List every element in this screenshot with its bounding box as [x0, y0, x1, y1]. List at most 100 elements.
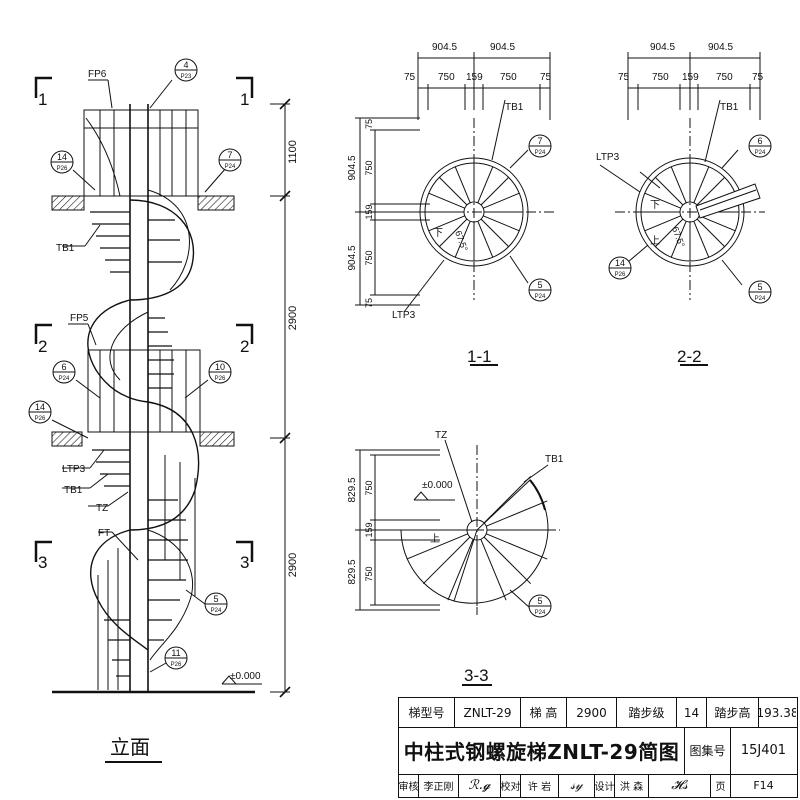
- elevation-title: 立面: [110, 736, 150, 759]
- plan-3-3: [355, 439, 560, 686]
- p33-side-750-top: 750: [364, 480, 374, 495]
- height-label: 梯 高: [521, 698, 567, 727]
- p33-side-159: 159: [364, 522, 374, 537]
- title-block-row-signatures: 审核 李正刚 ℛ.𝓰 校对 许 岩 𝓈𝓎 设计 洪 森 𝓗𝓈 页 F14: [399, 774, 797, 797]
- p33-callout-5-p24: 5 P24: [528, 594, 552, 618]
- section-mark-2-left: 2: [38, 337, 47, 356]
- p22-dim-top-left: 904.5: [650, 42, 675, 53]
- tread-line: [655, 218, 684, 247]
- tread-line: [483, 215, 520, 232]
- p22-callout-14-p26: 14 P26: [608, 256, 632, 280]
- svg-text:P26: P26: [171, 662, 182, 668]
- label-tz: TZ: [96, 503, 108, 514]
- p33-label-tz: TZ: [435, 430, 447, 441]
- designer-signature: 𝓗𝓈: [649, 774, 711, 797]
- svg-text:P24: P24: [755, 296, 766, 302]
- tread-line: [477, 166, 494, 203]
- tread-line: [454, 166, 471, 203]
- review-label: 审核: [399, 774, 419, 797]
- step-height-label: 踏步高: [707, 698, 759, 727]
- callout-14-p26-top: 14 P26: [50, 150, 74, 174]
- label-ft: FT: [98, 528, 110, 539]
- svg-text:P24: P24: [225, 164, 236, 170]
- slab-mid-left: [51, 431, 83, 447]
- svg-text:P26: P26: [615, 272, 626, 278]
- p22-dim-159: 159: [682, 72, 699, 83]
- steps-value: 14: [677, 698, 707, 727]
- tread-line: [439, 218, 468, 247]
- svg-text:11: 11: [171, 648, 180, 658]
- p11-side-159: 159: [364, 204, 374, 219]
- p22-dim-750-left: 750: [652, 72, 669, 83]
- tread-line: [480, 539, 507, 601]
- svg-text:P24: P24: [535, 150, 546, 156]
- p22-callout-5-p24: 5 P24: [748, 280, 772, 304]
- atlas-label: 图集号: [685, 727, 731, 774]
- tread-line: [696, 177, 725, 206]
- tread-line: [454, 221, 471, 258]
- p33-label-ground: ±0.000: [422, 480, 453, 491]
- tread-line: [428, 215, 465, 232]
- label-ground-level: ±0.000: [230, 671, 261, 682]
- p33-label-up: 上: [430, 533, 440, 545]
- p33-side-829-top: 829.5: [347, 477, 358, 502]
- drawing-title: 中柱式钢螺旋梯ZNLT-29简图: [399, 727, 685, 774]
- svg-text:14: 14: [57, 152, 67, 162]
- svg-text:4: 4: [183, 60, 188, 70]
- callout-14-p26-mid: 14 P26: [28, 400, 52, 424]
- model-label: 梯型号: [399, 698, 455, 727]
- p11-side-750-bottom: 750: [364, 250, 374, 265]
- p11-side-904-bottom: 904.5: [347, 245, 358, 270]
- checker-signature: 𝓈𝓎: [559, 774, 595, 797]
- tread-line: [480, 177, 509, 206]
- height-value: 2900: [567, 698, 617, 727]
- tread-line: [644, 192, 681, 209]
- step-height-value: 193.38: [759, 705, 796, 720]
- plan-1-1: [355, 52, 555, 366]
- elevation-view: [34, 76, 291, 698]
- tread-line: [483, 192, 520, 209]
- reviewer-signature: ℛ.𝓰: [459, 774, 501, 797]
- p11-dim-top-left: 904.5: [432, 42, 457, 53]
- p11-dim-159: 159: [466, 72, 483, 83]
- svg-text:10: 10: [215, 362, 225, 372]
- p11-callout-5-p24: 5 P24: [528, 278, 552, 302]
- p22-label-angle: 67.5°: [670, 225, 687, 249]
- svg-text:P24: P24: [211, 608, 222, 614]
- dim-2900-upper: 2900: [287, 306, 299, 330]
- p22-label-tb1: TB1: [720, 102, 739, 113]
- plan-2-2-title: 2-2: [677, 347, 702, 366]
- label-ltp3: LTP3: [62, 464, 86, 475]
- section-mark-3-left: 3: [38, 553, 47, 572]
- tread-line: [447, 539, 474, 601]
- p11-label-angle: 67.5°: [453, 229, 470, 253]
- check-label: 校对: [501, 774, 521, 797]
- p22-label-up: 上: [650, 235, 660, 247]
- tread-line: [655, 177, 684, 206]
- svg-text:7: 7: [537, 136, 542, 146]
- svg-text:6: 6: [757, 136, 762, 146]
- svg-text:14: 14: [35, 402, 45, 412]
- svg-text:5: 5: [757, 282, 762, 292]
- p22-dim-750-right: 750: [716, 72, 733, 83]
- p11-callout-7-p24: 7 P24: [528, 134, 552, 158]
- label-fp5: FP5: [70, 313, 89, 324]
- p33-label-tb1: TB1: [545, 454, 564, 465]
- steps-label: 踏步级: [617, 698, 677, 727]
- designer-name: 洪 森: [615, 774, 649, 797]
- slab-top-right: [197, 195, 235, 211]
- tread-line: [483, 475, 532, 524]
- slab-mid-right: [199, 431, 235, 447]
- p11-side-75-bottom: 75: [364, 298, 374, 308]
- dim-2900-lower: 2900: [287, 553, 299, 577]
- tread-line: [693, 221, 710, 258]
- elevation-text: 1 1 2 2 3 3 FP6 TB1 FP5 LTP3 TB1 TZ FT ±…: [38, 69, 299, 763]
- svg-text:P24: P24: [535, 610, 546, 616]
- tread-line: [428, 192, 465, 209]
- p11-label-tb1: TB1: [505, 102, 524, 113]
- tread-line: [696, 218, 725, 247]
- p11-dim-75-left: 75: [404, 72, 416, 83]
- section-mark-1-right: 1: [240, 90, 249, 109]
- p22-callout-6-p24: 6 P24: [748, 134, 772, 158]
